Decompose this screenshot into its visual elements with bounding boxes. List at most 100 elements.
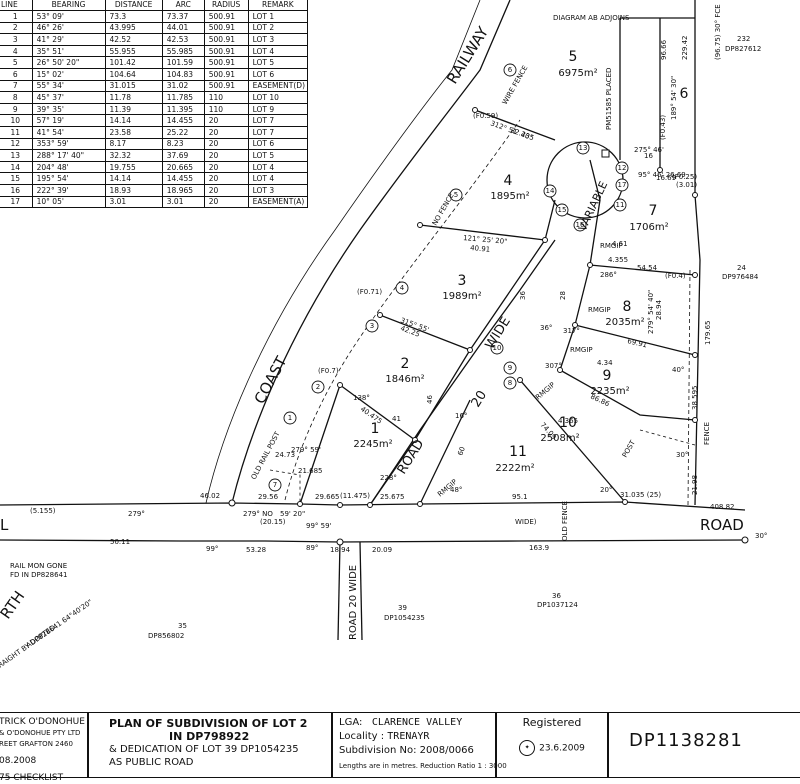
lot-area: 6975m² [558,68,597,79]
table-cell: 5 [0,56,33,69]
bearing-text: 286° [600,271,617,279]
dim-text: 21.98 [691,475,699,495]
surveyor-address: REET GRAFTON 2460 [0,740,73,748]
dim-text: 29.56 [258,493,279,501]
table-cell: 14 [0,160,33,174]
survey-mark [336,538,344,546]
table-cell: 19.755 [104,160,163,174]
dim-text: 16.69 [656,174,676,182]
road-20-label-c: WIDE [483,315,514,353]
dim-text: (F0.7) [318,367,339,375]
table-cell: 42.52 [104,33,163,46]
bearing-text: 40° [672,366,684,374]
table-cell: 288° 17' 40" [31,149,106,162]
rmgip-label: RMGIP [534,381,556,402]
bearing-text: 48° [450,486,462,494]
pm-label: PM51585 PLACED [605,68,613,130]
lot-area: 2235m² [590,386,629,397]
table-cell: 8.23 [161,137,205,151]
lot-11-west [419,399,471,505]
table-cell: 42.53 [161,33,205,46]
old-fence-label: OLD FENCE [561,501,569,541]
dim-text: 99° 59' [306,522,332,530]
plan-title-block: PLAN OF SUBDIVISION OF LOT 2 IN DP798922… [88,712,332,778]
road-boundary-south [0,539,746,543]
table-cell: 13 [0,149,33,162]
lot-area: 2245m² [353,439,392,450]
table-cell: 31.02 [161,79,205,93]
survey-mark [622,499,628,505]
line-ref-num: 11 [616,201,625,209]
coordinate-table: LINE BEARING DISTANCE ARC RADIUS REMARK … [0,0,309,209]
table-cell: 44.01 [161,21,205,35]
header-remark: REMARK [247,0,309,11]
dim-text: 18.94 [330,546,351,554]
table-cell: 14.455 [161,114,205,127]
dim-text: (F0.71) [357,288,382,296]
line-ref-num: 6 [508,66,513,74]
lot-area: 1895m² [490,191,529,202]
bearing-text: 95° 46' 26.69 [638,171,686,179]
line-ref-num: 16 [576,221,585,229]
survey-mark [297,501,303,507]
table-cell: LOT 4 [247,172,309,185]
table-cell: LOT 5 [247,56,309,69]
table-cell: 18.965 [161,183,205,197]
table-cell: EASEMENT(A) [247,195,309,209]
plan-title-line-4: AS PUBLIC ROAD [109,757,194,768]
table-cell: 7 [0,79,33,93]
adopted2-label: ADOPTED [25,624,57,650]
table-cell: 41° 29' [31,33,106,46]
bearing-text: 30° [755,532,767,540]
dim-text: 31.035 (25) [620,491,661,499]
dim-text: 38.595 [691,386,699,411]
bearing-text: 279° 54' 40" [647,290,655,334]
table-cell: 8.17 [104,137,163,151]
survey-date: 08.2008 [0,756,37,766]
dim-text: 99° [206,545,218,553]
survey-mark [228,499,236,507]
survey-mark [337,502,343,508]
dim-text: 89° [306,544,318,552]
table-cell: 26° 50' 20" [31,56,106,69]
line-ref-circle [573,218,587,232]
dp-976484-label: DP976484 [722,273,759,281]
lot-area: 1706m² [629,222,668,233]
lot-36-label: 36 [552,592,561,600]
dim-text: 54.54 [637,264,658,272]
lot-39-label: 39 [398,604,407,612]
fence-right-label: FENCE [703,422,711,445]
survey-mark [367,502,373,508]
survey-mark [741,536,749,544]
no-fence-label: NO FENCE [431,192,456,227]
line-ref-circle [576,141,590,155]
bearing-text: 30° [676,451,688,459]
lot-1-2-line [339,384,416,441]
dim-text: (F0.25) [672,173,697,181]
dim-text: 60 [456,446,467,457]
table-cell: 45° 37' [31,91,106,104]
survey-mark [542,237,548,243]
line-ref-circle [503,376,517,390]
lot-4-5-line [474,109,556,141]
table-cell: EASEMENT(D) [247,79,309,93]
table-cell: 37.69 [161,149,205,162]
table-cell: LOT 4 [247,44,309,58]
table-cell: 55.985 [161,44,205,58]
line-ref-num: 14 [546,187,555,195]
survey-mark [417,501,423,507]
table-cell: 43.995 [104,21,163,35]
lot-232-label: 232 [737,35,750,43]
survey-mark [377,312,383,318]
registered-label: Registered [522,716,582,729]
survey-mark [557,367,563,373]
bearing-text: 228° [380,474,397,482]
dim-text: 96.66 [660,39,668,60]
fence-right-dashed [687,269,691,506]
table-cell: 10 [0,114,33,127]
